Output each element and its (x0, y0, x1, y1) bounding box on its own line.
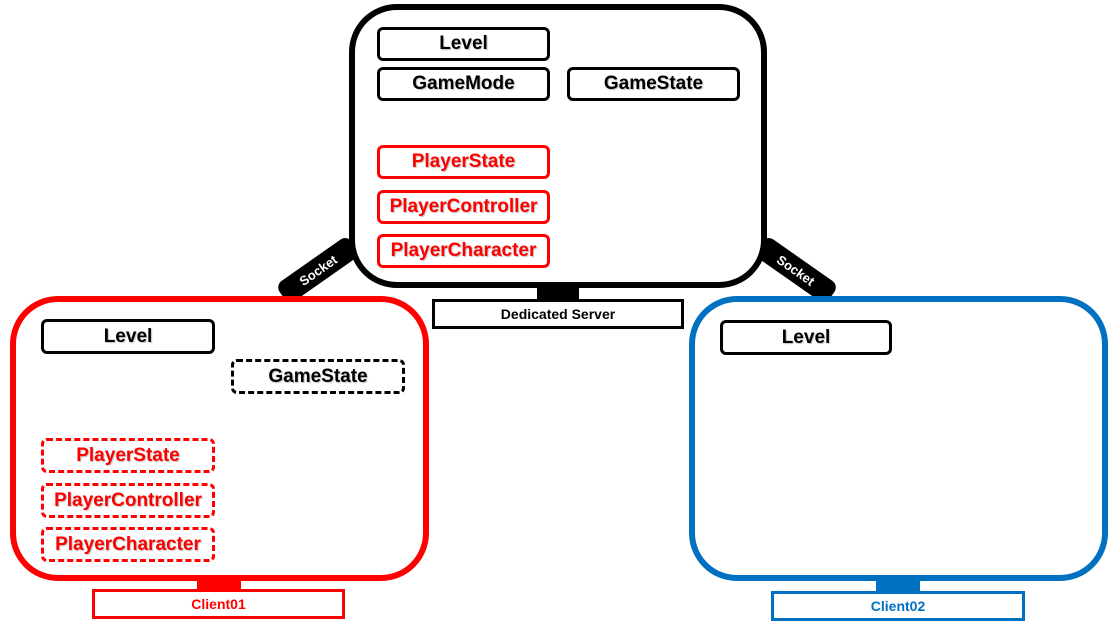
server-playercharacter-label: PlayerCharacter (390, 240, 537, 261)
server-name-plate: Dedicated Server (432, 299, 684, 329)
server-level-label: Level (439, 33, 488, 54)
client01-gamestate-label: GameState (268, 365, 368, 387)
server-gamestate-box: GameState (567, 67, 740, 101)
client01-level-box: Level (41, 319, 215, 354)
client01-playercharacter-box: PlayerCharacter (41, 527, 215, 562)
server-playerstate-label: PlayerState (411, 151, 516, 172)
client02-monitor-stand (876, 578, 920, 591)
client01-gamestate-box: GameState (231, 359, 405, 394)
server-playercharacter-box: PlayerCharacter (377, 234, 550, 268)
client01-monitor-stand (197, 578, 241, 591)
socket-right-label: Socket (774, 251, 818, 289)
client02-name-plate: Client02 (771, 591, 1025, 621)
client01-name-plate: Client01 (92, 589, 345, 619)
client01-playercontroller-label: PlayerController (54, 489, 202, 511)
client02-level-box: Level (720, 320, 892, 355)
client01-playercontroller-box: PlayerController (41, 483, 215, 518)
client01-playerstate-box: PlayerState (41, 438, 215, 473)
server-name: Dedicated Server (500, 306, 616, 322)
socket-left-label: Socket (296, 251, 340, 289)
client01-playercharacter-label: PlayerCharacter (55, 533, 201, 555)
server-gamemode-box: GameMode (377, 67, 550, 101)
server-level-box: Level (377, 27, 550, 61)
server-playerstate-box: PlayerState (377, 145, 550, 179)
socket-left: Socket (275, 234, 361, 306)
server-gamemode-label: GameMode (412, 73, 515, 94)
client01-name: Client01 (191, 596, 246, 612)
client01-playerstate-label: PlayerState (76, 444, 180, 466)
client02-name: Client02 (870, 598, 926, 614)
client01-level-label: Level (103, 325, 153, 347)
server-playercontroller-box: PlayerController (377, 190, 550, 224)
server-playercontroller-label: PlayerController (389, 196, 538, 217)
server-monitor-stand (537, 287, 579, 300)
client02-level-label: Level (781, 326, 831, 348)
server-gamestate-label: GameState (603, 73, 704, 94)
